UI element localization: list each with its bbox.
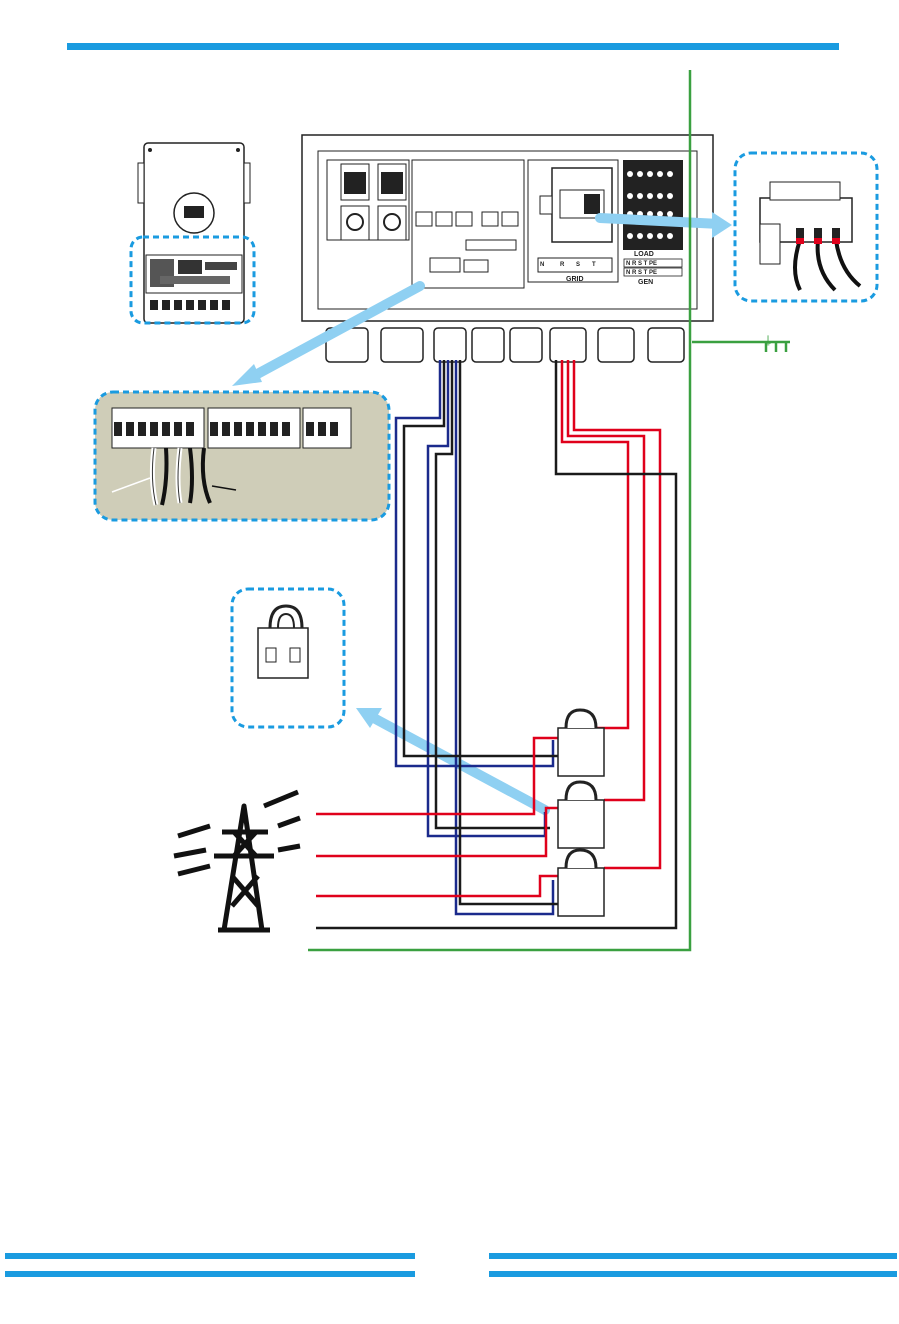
ct-clamp-t bbox=[558, 850, 604, 916]
comm-terminal-zoom bbox=[95, 392, 389, 520]
svg-text:R: R bbox=[560, 262, 565, 268]
ct-clamp-r bbox=[558, 710, 604, 776]
svg-text:S: S bbox=[576, 262, 580, 268]
svg-text:N R S T PE: N R S T PE bbox=[626, 261, 657, 267]
svg-text:LOAD: LOAD bbox=[634, 251, 654, 258]
svg-text:N: N bbox=[540, 262, 544, 268]
svg-text:GRID: GRID bbox=[566, 276, 584, 283]
svg-text:GEN: GEN bbox=[638, 279, 653, 286]
transmission-tower-icon bbox=[174, 792, 300, 930]
svg-text:N R S T PE: N R S T PE bbox=[626, 270, 657, 276]
current-transformer-icon bbox=[258, 606, 308, 678]
ground-symbol-icon: ⏚ bbox=[762, 334, 774, 348]
ct-clamp-s bbox=[558, 782, 604, 848]
inverter-open-panel: GRID N R S T LOAD N R S T PE N R S T PE … bbox=[302, 135, 713, 362]
svg-text:T: T bbox=[592, 262, 596, 268]
ct-signal-wires bbox=[396, 360, 553, 914]
inverter-overview bbox=[131, 143, 254, 323]
breaker-icon bbox=[760, 182, 860, 290]
